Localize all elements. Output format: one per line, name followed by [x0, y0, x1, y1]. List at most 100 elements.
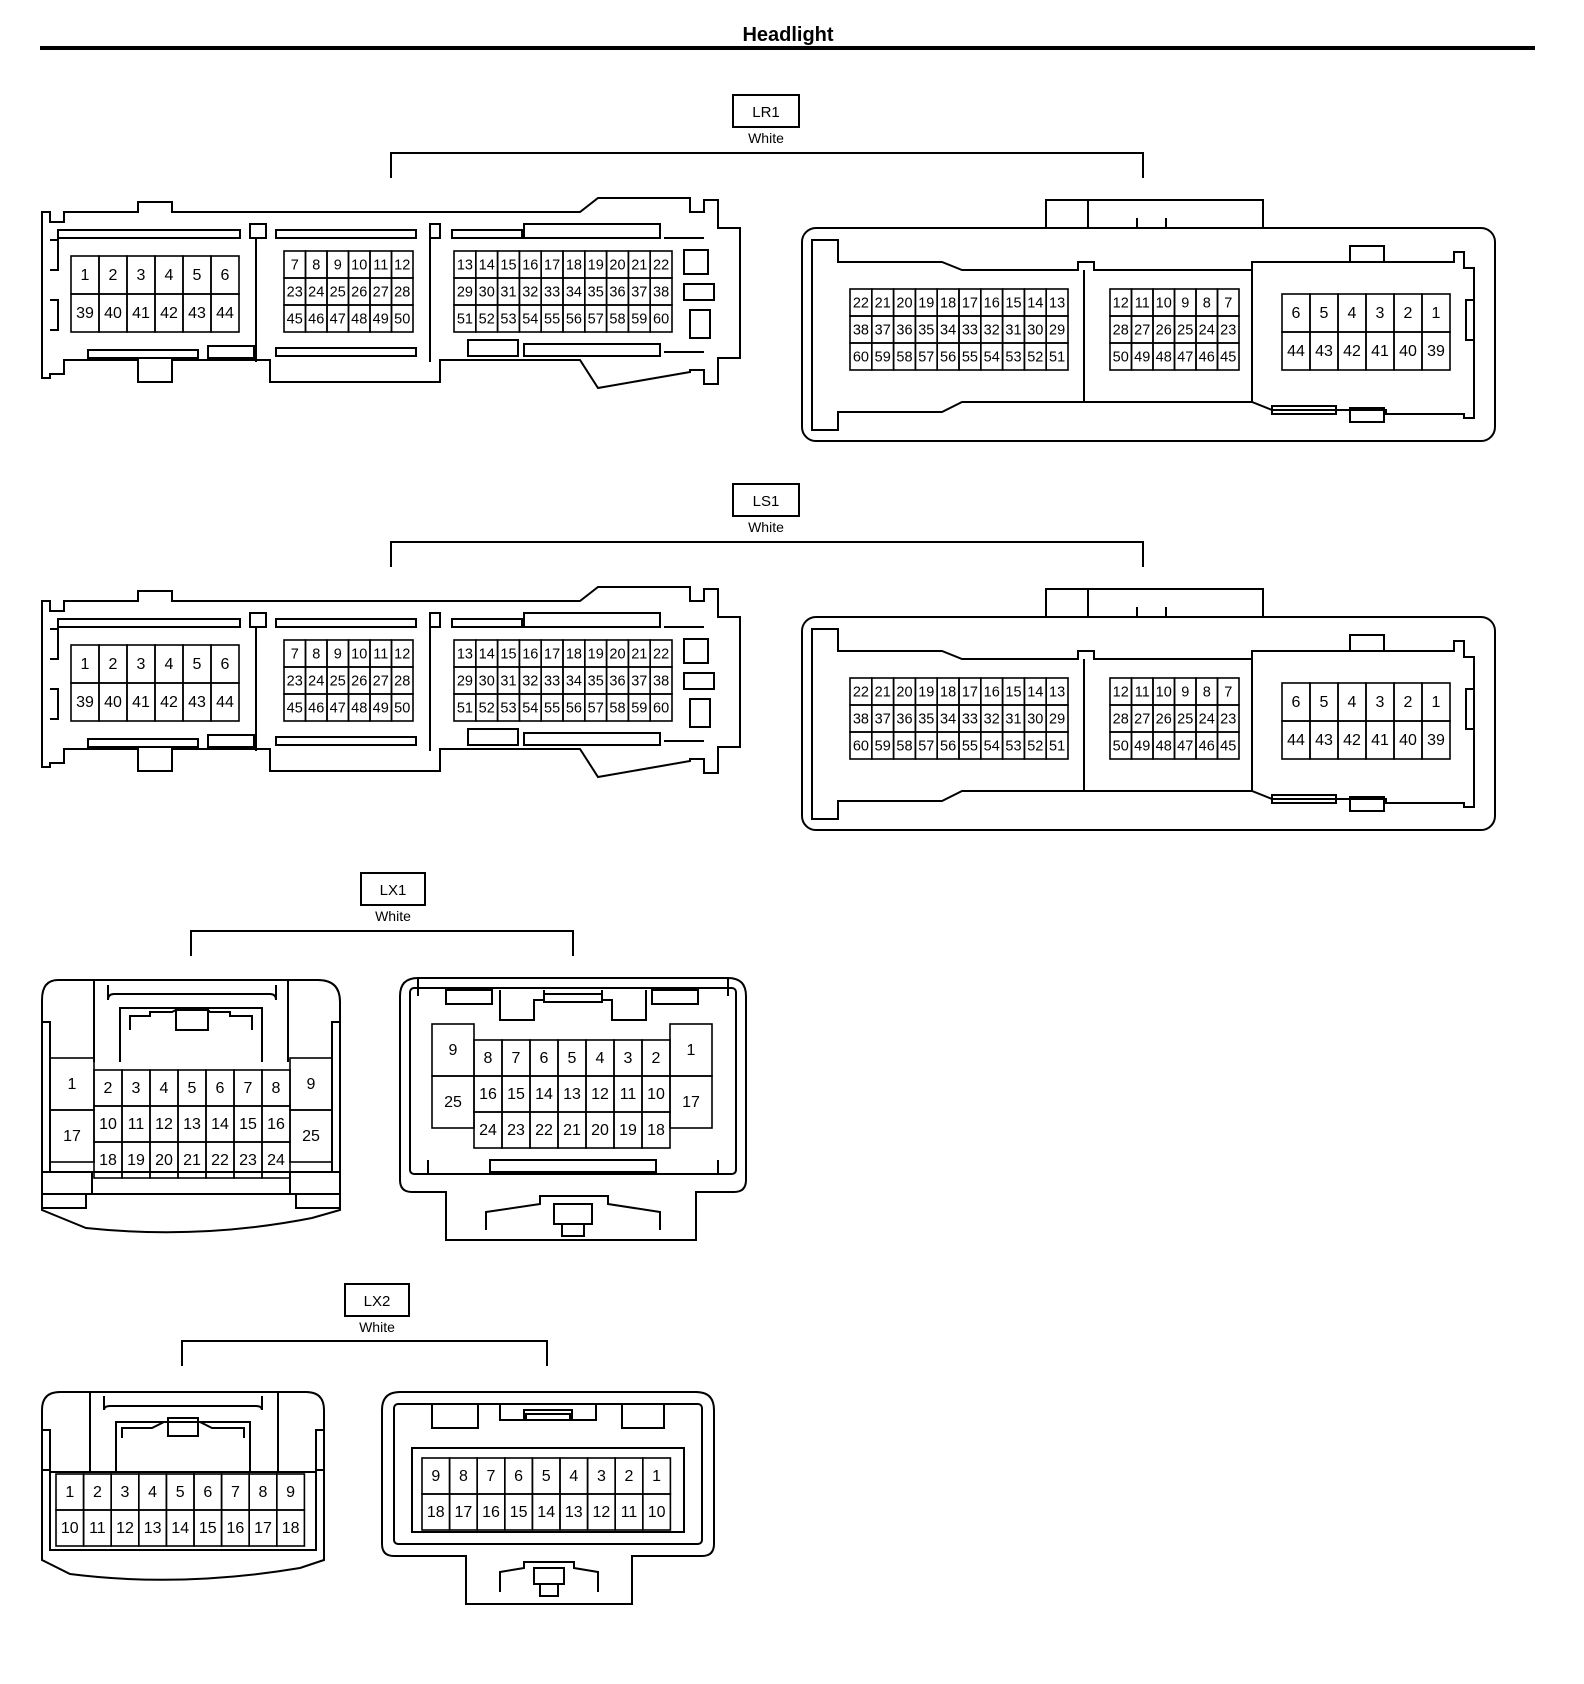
connector-bracket — [390, 541, 1144, 567]
pin-number: 17 — [254, 1520, 272, 1537]
connector-housing-right — [801, 588, 1496, 831]
pin-number: 5 — [542, 1468, 551, 1485]
pin-number: 17 — [962, 685, 978, 701]
pin-number: 28 — [1113, 323, 1129, 339]
pin-cell — [390, 693, 414, 722]
pin-number: 53 — [1005, 739, 1021, 755]
pin-number: 55 — [962, 739, 978, 755]
pin-number: 46 — [308, 312, 324, 328]
connector-id-box — [344, 1283, 410, 1317]
pin-number: 4 — [569, 1468, 578, 1485]
pin-number: 5 — [568, 1050, 577, 1067]
pin-number: 35 — [918, 712, 934, 728]
pin-number: 42 — [1343, 732, 1361, 749]
pin-number: 33 — [544, 285, 560, 301]
pin-number: 25 — [1177, 712, 1193, 728]
pin-number: 7 — [1224, 685, 1232, 701]
pin-number: 55 — [544, 701, 560, 717]
pin-cell — [669, 1075, 713, 1129]
pin-number: 14 — [479, 258, 495, 274]
connector-bracket — [190, 930, 574, 956]
pin-number: 32 — [522, 674, 538, 690]
pin-number: 4 — [160, 1080, 169, 1097]
pin-number: 53 — [1005, 350, 1021, 366]
pin-number: 2 — [652, 1050, 661, 1067]
pin-number: 41 — [1371, 732, 1389, 749]
pin-number: 22 — [535, 1122, 553, 1139]
pin-number: 1 — [652, 1468, 661, 1485]
pin-number: 31 — [1005, 323, 1021, 339]
pin-number: 39 — [1427, 732, 1445, 749]
pin-number: 37 — [631, 285, 647, 301]
pin-number: 1 — [65, 1484, 74, 1501]
pin-number: 23 — [1220, 712, 1236, 728]
pin-number: 16 — [479, 1086, 497, 1103]
pin-number: 33 — [544, 674, 560, 690]
pin-number: 48 — [351, 701, 367, 717]
pin-number: 25 — [330, 285, 346, 301]
pin-number: 56 — [566, 701, 582, 717]
pin-number: 12 — [155, 1116, 173, 1133]
connector-color: White — [748, 519, 784, 535]
pin-number: 6 — [221, 656, 230, 673]
pin-number: 13 — [563, 1086, 581, 1103]
pin-number: 13 — [144, 1520, 162, 1537]
pin-number: 27 — [373, 674, 389, 690]
pin-number: 26 — [1156, 712, 1172, 728]
pin-number: 3 — [132, 1080, 141, 1097]
pin-number: 26 — [351, 285, 367, 301]
pin-number: 24 — [1199, 323, 1215, 339]
pin-number: 34 — [566, 285, 582, 301]
pin-number: 8 — [272, 1080, 281, 1097]
pin-number: 60 — [853, 350, 869, 366]
pin-number: 5 — [176, 1484, 185, 1501]
pin-number: 51 — [457, 701, 473, 717]
pin-number: 43 — [1315, 732, 1333, 749]
pin-number: 13 — [1049, 685, 1065, 701]
pin-number: 8 — [484, 1050, 493, 1067]
pin-number: 30 — [1027, 323, 1043, 339]
connector-housing-right — [381, 1391, 715, 1605]
pin-number: 32 — [984, 712, 1000, 728]
connector-id: LX1 — [380, 882, 407, 899]
pin-number: 13 — [457, 647, 473, 663]
connector-housing-right — [399, 977, 747, 1241]
pin-number: 52 — [479, 701, 495, 717]
connector-color: White — [375, 908, 411, 924]
pin-number: 20 — [896, 296, 912, 312]
pin-number: 1 — [81, 267, 90, 284]
pin-cell — [289, 1109, 333, 1163]
pin-number: 19 — [588, 647, 604, 663]
pin-number: 21 — [183, 1152, 201, 1169]
pin-number: 40 — [1399, 343, 1417, 360]
pin-number: 2 — [104, 1080, 113, 1097]
pin-number: 18 — [566, 647, 582, 663]
pin-number: 38 — [853, 712, 869, 728]
pin-number: 15 — [500, 647, 516, 663]
pin-number: 27 — [1134, 323, 1150, 339]
pin-cell — [1216, 731, 1240, 760]
pin-number: 54 — [984, 350, 1000, 366]
pin-number: 46 — [1199, 350, 1215, 366]
connector-housing-right — [801, 199, 1496, 442]
pin-number: 13 — [183, 1116, 201, 1133]
pin-number: 9 — [334, 647, 342, 663]
pin-number: 47 — [330, 701, 346, 717]
pin-number: 36 — [896, 712, 912, 728]
pin-number: 47 — [1177, 739, 1193, 755]
pin-number: 10 — [351, 647, 367, 663]
pin-number: 26 — [1156, 323, 1172, 339]
pin-number: 7 — [487, 1468, 496, 1485]
pin-number: 52 — [1027, 350, 1043, 366]
pin-number: 22 — [653, 258, 669, 274]
pin-number: 7 — [244, 1080, 253, 1097]
pin-number: 10 — [99, 1116, 117, 1133]
pin-number: 3 — [1376, 694, 1385, 711]
pin-number: 50 — [394, 701, 410, 717]
pin-number: 57 — [918, 350, 934, 366]
pin-number: 16 — [522, 258, 538, 274]
pin-number: 45 — [1220, 350, 1236, 366]
